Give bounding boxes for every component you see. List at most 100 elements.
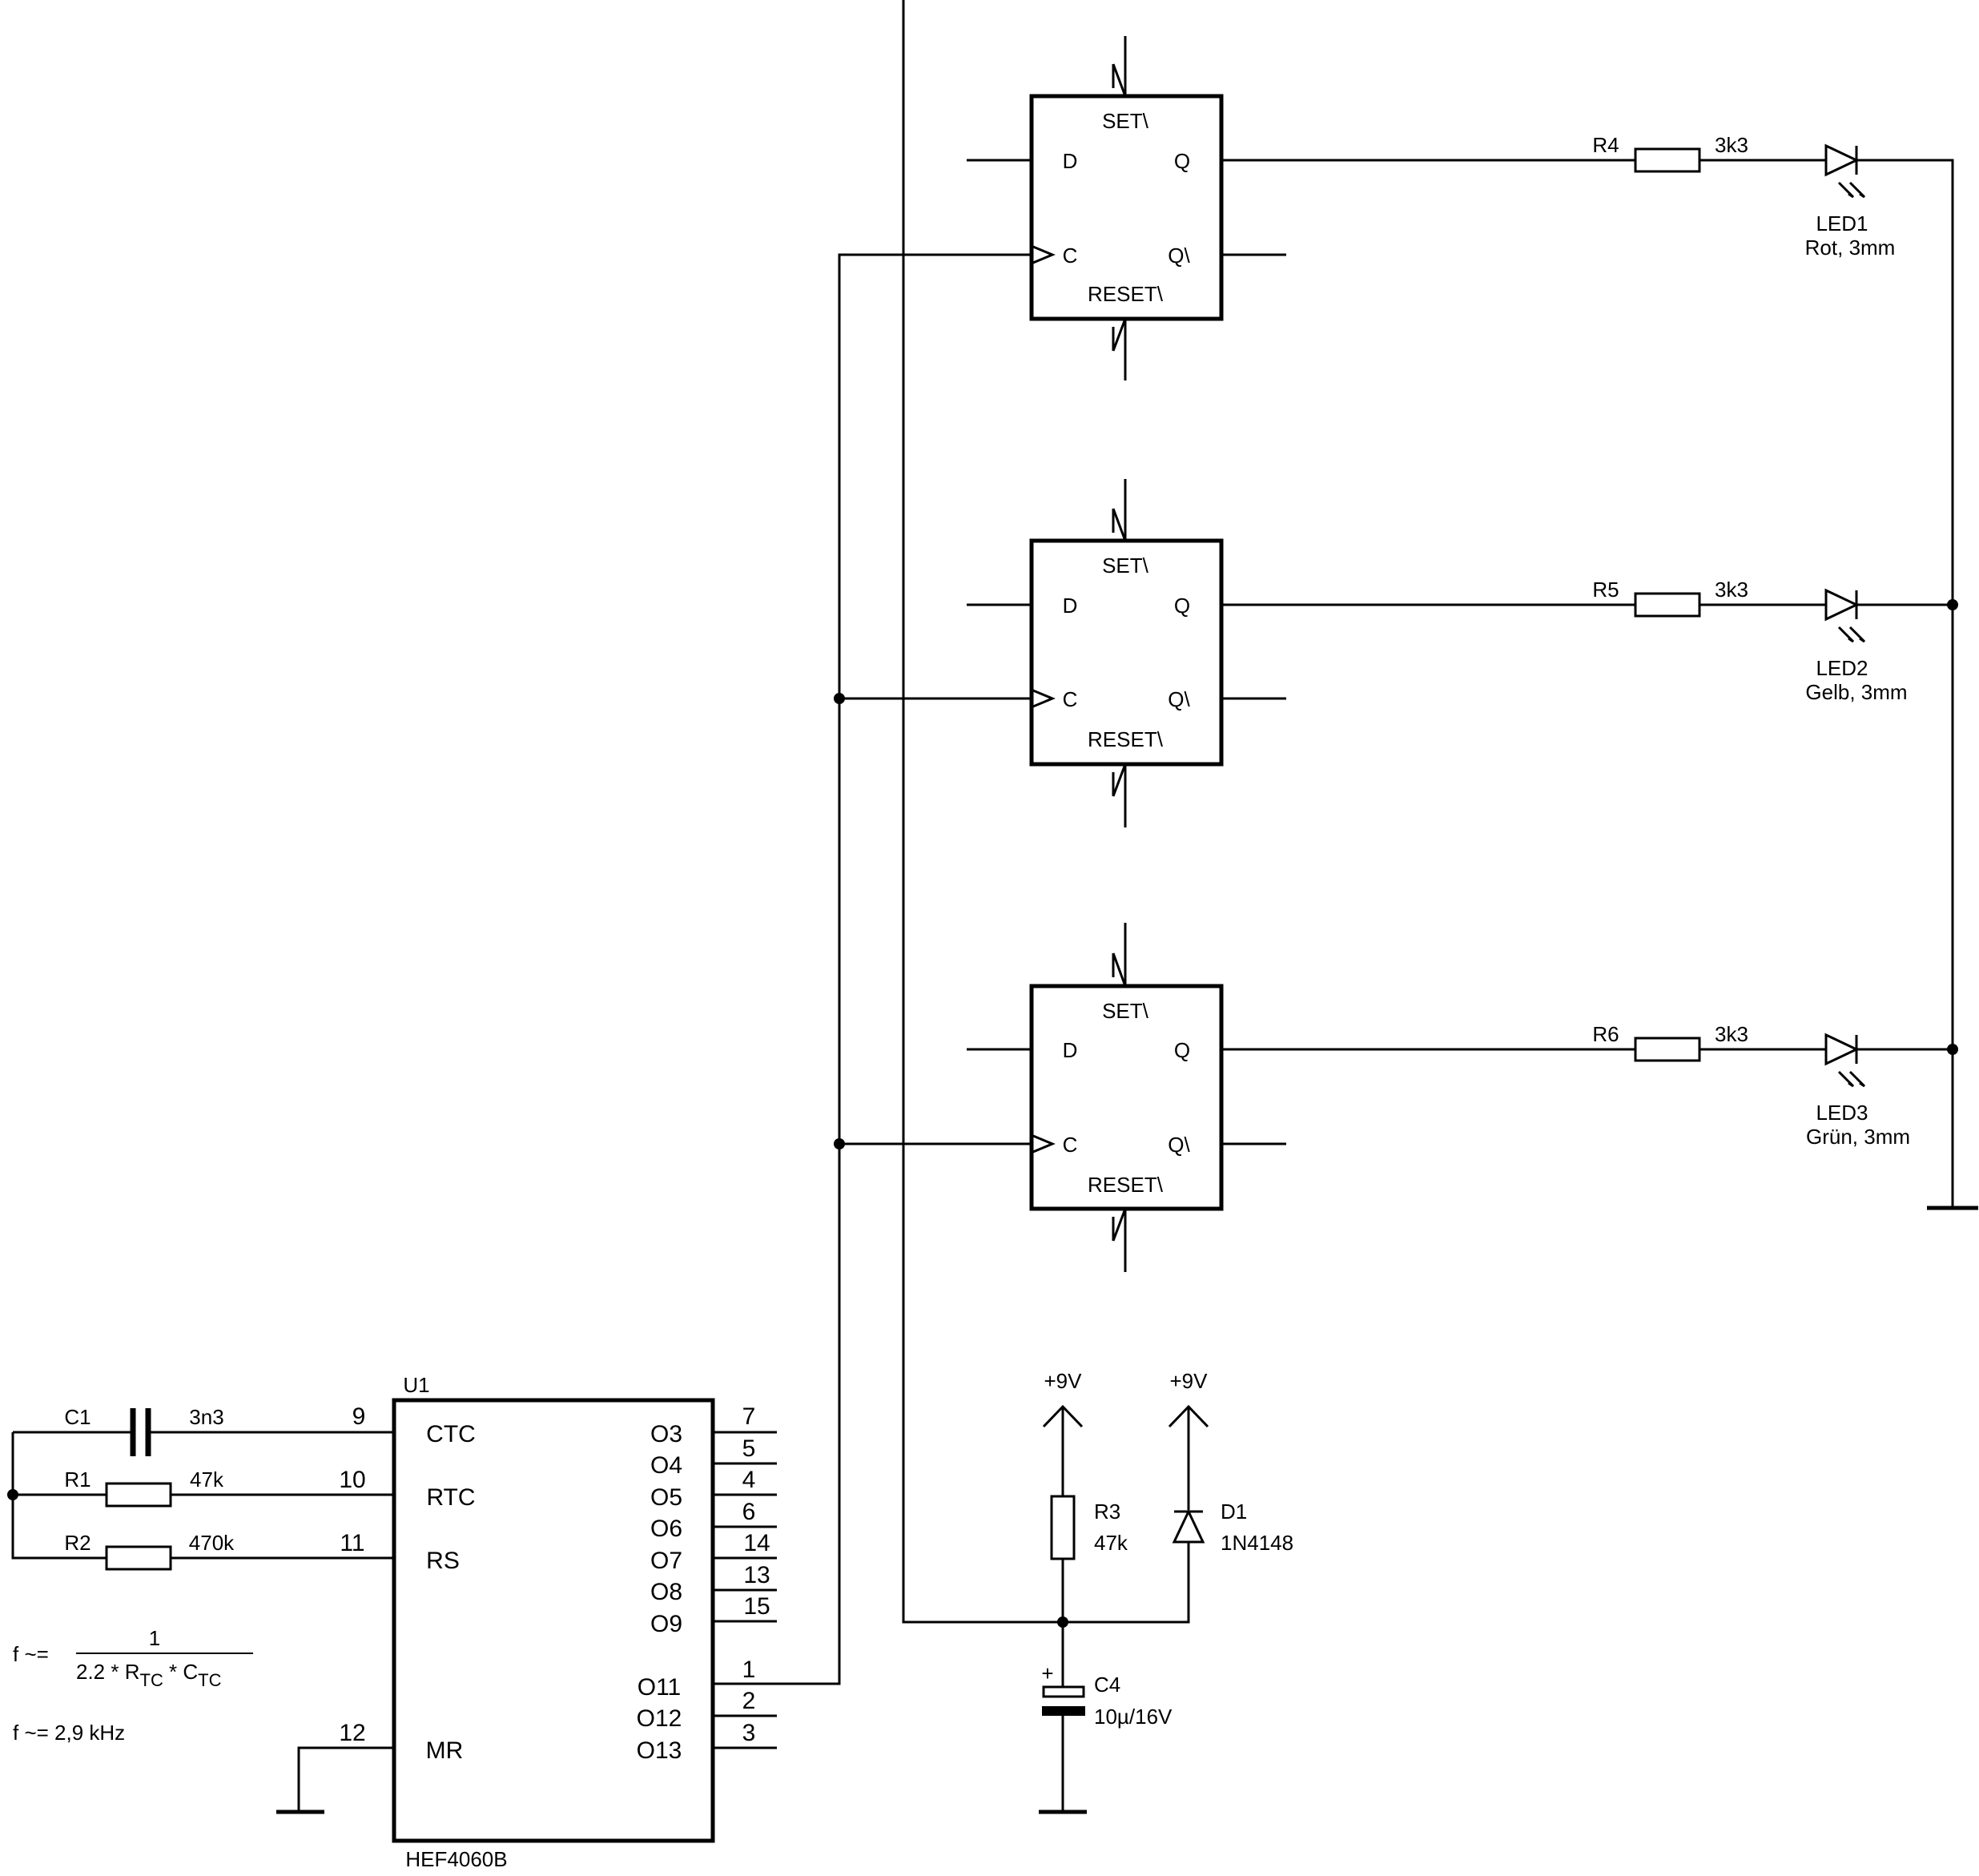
resistor-value: 3k3	[1715, 133, 1748, 157]
pin-name: O5	[650, 1484, 682, 1511]
pin-number: 4	[742, 1467, 756, 1493]
capacitor-c4-plate	[1042, 1685, 1085, 1698]
junction-dot	[7, 1489, 18, 1500]
pin-name: RS	[426, 1548, 460, 1574]
q-label: Q	[1174, 594, 1190, 618]
d-label: D	[1063, 1038, 1078, 1062]
junction-dot	[834, 1138, 845, 1149]
pin-name: O11	[638, 1674, 681, 1701]
resistor-r3-body	[1050, 1495, 1076, 1560]
c1-ref: C1	[64, 1405, 91, 1429]
pin-number: 15	[743, 1593, 770, 1620]
right-pin-stubs	[713, 1431, 777, 1749]
led-ref: LED2	[1816, 656, 1868, 680]
led-icon	[1824, 1033, 1866, 1088]
set-label: SET\	[1102, 554, 1149, 578]
ic-body	[392, 1398, 715, 1843]
r2-ref: R2	[64, 1531, 91, 1555]
clock-triangle	[1032, 1134, 1056, 1153]
pin-number: 5	[742, 1435, 756, 1462]
c-label: C	[1063, 244, 1078, 268]
pin-name: MR	[426, 1737, 464, 1764]
reset-label: RESET\	[1088, 1173, 1164, 1197]
d-label: D	[1063, 594, 1078, 618]
pin-name: O6	[650, 1516, 682, 1542]
r3-value: 47k	[1094, 1531, 1128, 1555]
resistor-ref: R5	[1592, 578, 1619, 602]
formula-numerator: 1	[149, 1626, 160, 1650]
capacitor-c4-plate-neg	[1042, 1706, 1085, 1716]
vcc-arrow-icon	[1042, 1404, 1084, 1428]
vcc-label: +9V	[1044, 1369, 1083, 1393]
led-2: LED2 Gelb, 3mm	[1805, 588, 1908, 704]
set-label: SET\	[1102, 999, 1149, 1023]
led-desc: Rot, 3mm	[1805, 236, 1896, 260]
d1-value: 1N4148	[1221, 1531, 1293, 1555]
pin-name: O7	[650, 1548, 682, 1574]
led-return-bus	[1856, 159, 1954, 1208]
mr-pin-wire	[297, 1746, 394, 1812]
pin-name: O8	[650, 1579, 682, 1605]
r1-value: 47k	[190, 1467, 224, 1492]
set-label: SET\	[1102, 109, 1149, 133]
ic-part: HEF4060B	[405, 1847, 507, 1871]
flipflop-body	[1029, 538, 1224, 767]
reset-label: RESET\	[1088, 282, 1164, 306]
q-label: Q	[1174, 149, 1190, 173]
capacitor-c1-icon	[130, 1408, 151, 1456]
set-pin	[1112, 479, 1127, 541]
pin-number: 1	[742, 1657, 756, 1683]
led-desc: Gelb, 3mm	[1805, 680, 1907, 704]
pin-name: O3	[650, 1421, 682, 1447]
qn-label: Q\	[1168, 244, 1190, 268]
resistor-r1-body	[105, 1482, 172, 1508]
d1-ref: D1	[1221, 1500, 1247, 1524]
q-label: Q	[1174, 1038, 1190, 1062]
timing-network: C1 3n3 R1 47k R2 470k	[7, 1405, 394, 1571]
resistor-ref: R4	[1592, 133, 1619, 157]
c-label: C	[1063, 687, 1078, 711]
clock-bus	[713, 253, 1033, 1685]
pin-name: O9	[650, 1611, 682, 1637]
reset-pin	[1112, 318, 1127, 380]
led-1: LED1 Rot, 3mm	[1805, 143, 1896, 260]
led-ref: LED3	[1816, 1101, 1868, 1125]
flipflop-2: SET\ RESET\ D Q C Q\	[967, 479, 1953, 827]
resistor-value: 3k3	[1715, 578, 1748, 602]
junction-dot	[1057, 1616, 1068, 1628]
led-icon	[1824, 588, 1866, 643]
c1-value: 3n3	[189, 1405, 223, 1429]
pin-number: 9	[352, 1403, 366, 1430]
resistor-ref: R6	[1592, 1022, 1619, 1046]
vcc-arrow-icon	[1168, 1404, 1209, 1428]
pin-number: 7	[742, 1403, 756, 1430]
pin-number: 14	[743, 1530, 770, 1556]
reset-label: RESET\	[1088, 727, 1164, 751]
power-section: +9V R3 47k +9V D1 1N4148 + C4 10µ/16V	[1039, 1369, 1293, 1814]
pin-number: 6	[742, 1499, 756, 1525]
pin-number: 3	[742, 1720, 756, 1746]
r1-ref: R1	[64, 1467, 91, 1492]
flipflop-body	[1029, 94, 1224, 321]
frequency-formula: f ~= 1 2.2 * RTC * CTC f ~= 2,9 kHz	[13, 1626, 253, 1745]
led-desc: Grün, 3mm	[1806, 1125, 1910, 1149]
timing-wires	[11, 1431, 394, 1560]
ic-u1: U1 HEF4060B 9 10 11 12 CTC RTC RS MR 7 5…	[276, 1373, 777, 1871]
resistor-r4: R4 3k3	[1592, 133, 1748, 173]
reset-pin	[1112, 1208, 1127, 1272]
pin-number: 11	[340, 1530, 364, 1556]
c-label: C	[1063, 1133, 1078, 1157]
pin-number: 13	[743, 1562, 770, 1588]
reset-pin	[1112, 763, 1127, 827]
resistor-r2-body	[105, 1545, 172, 1571]
pin-number: 10	[339, 1467, 365, 1493]
led-ref: LED1	[1816, 211, 1868, 236]
reset-line	[902, 0, 1190, 1624]
junction-dot	[834, 693, 845, 704]
qn-label: Q\	[1168, 1133, 1190, 1157]
pin-name: O12	[637, 1705, 682, 1732]
resistor-r6: R6 3k3	[1592, 1022, 1748, 1062]
r2-value: 470k	[189, 1531, 235, 1555]
led-icon	[1824, 143, 1866, 199]
